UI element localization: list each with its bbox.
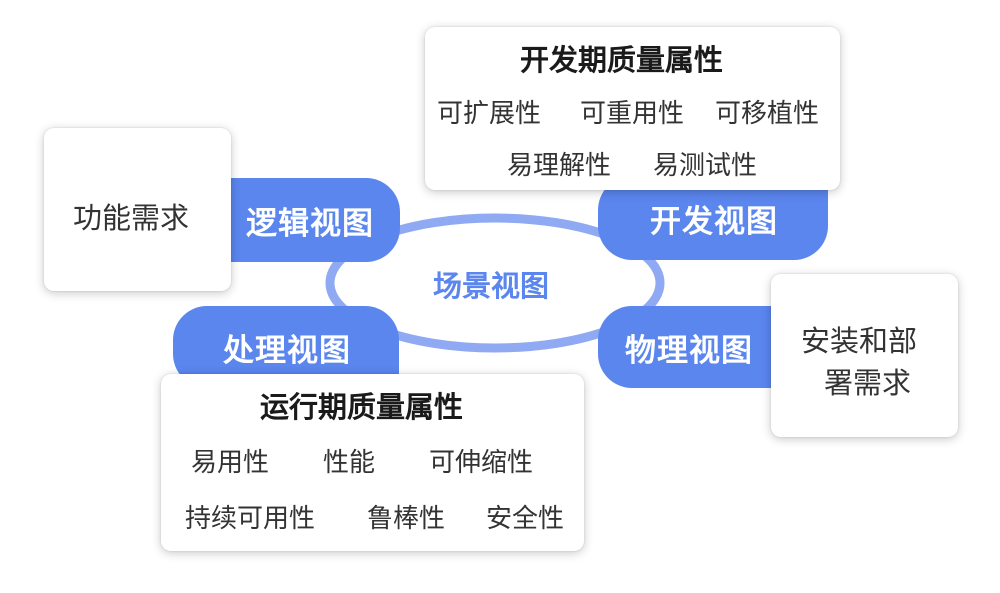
dev-attr-item: 可移植性 bbox=[715, 99, 820, 129]
physical-view-label: 物理视图 bbox=[625, 332, 753, 369]
dev-quality-attributes-card: 开发期质量属性 可扩展性 可重用性 可移植性 易理解性 易测试性 bbox=[425, 27, 840, 190]
development-view-label: 开发视图 bbox=[650, 203, 778, 240]
dev-attr-item: 易理解性 bbox=[507, 151, 612, 181]
dev-attr-item: 可重用性 bbox=[580, 99, 685, 129]
deployment-requirements-line2: 署需求 bbox=[824, 366, 912, 400]
logical-view-label: 逻辑视图 bbox=[246, 205, 374, 242]
runtime-quality-attributes-title: 运行期质量属性 bbox=[260, 390, 464, 424]
development-view-pill: 开发视图 bbox=[598, 176, 828, 260]
runtime-attr-item: 性能 bbox=[323, 448, 376, 478]
runtime-quality-attributes-card: 运行期质量属性 易用性 性能 可伸缩性 持续可用性 鲁棒性 安全性 bbox=[161, 374, 584, 551]
deployment-requirements-card: 安装和部 署需求 bbox=[771, 274, 958, 437]
dev-attr-item: 可扩展性 bbox=[437, 99, 542, 129]
functional-requirements-label: 功能需求 bbox=[73, 201, 190, 235]
scenario-ellipse bbox=[325, 213, 665, 353]
dev-quality-attributes-title: 开发期质量属性 bbox=[520, 43, 724, 77]
runtime-attr-item: 可伸缩性 bbox=[429, 448, 534, 478]
logical-view-pill: 逻辑视图 bbox=[200, 178, 400, 262]
runtime-attr-item: 鲁棒性 bbox=[367, 504, 446, 534]
runtime-attr-item: 持续可用性 bbox=[185, 504, 316, 534]
runtime-attr-item: 安全性 bbox=[486, 504, 565, 534]
scenario-view-label: 场景视图 bbox=[433, 269, 550, 303]
process-view-label: 处理视图 bbox=[223, 332, 351, 369]
physical-view-pill: 物理视图 bbox=[598, 306, 793, 388]
dev-attr-item: 易测试性 bbox=[653, 151, 758, 181]
functional-requirements-card: 功能需求 bbox=[44, 128, 231, 291]
deployment-requirements-line1: 安装和部 bbox=[801, 324, 918, 358]
runtime-attr-item: 易用性 bbox=[191, 448, 270, 478]
